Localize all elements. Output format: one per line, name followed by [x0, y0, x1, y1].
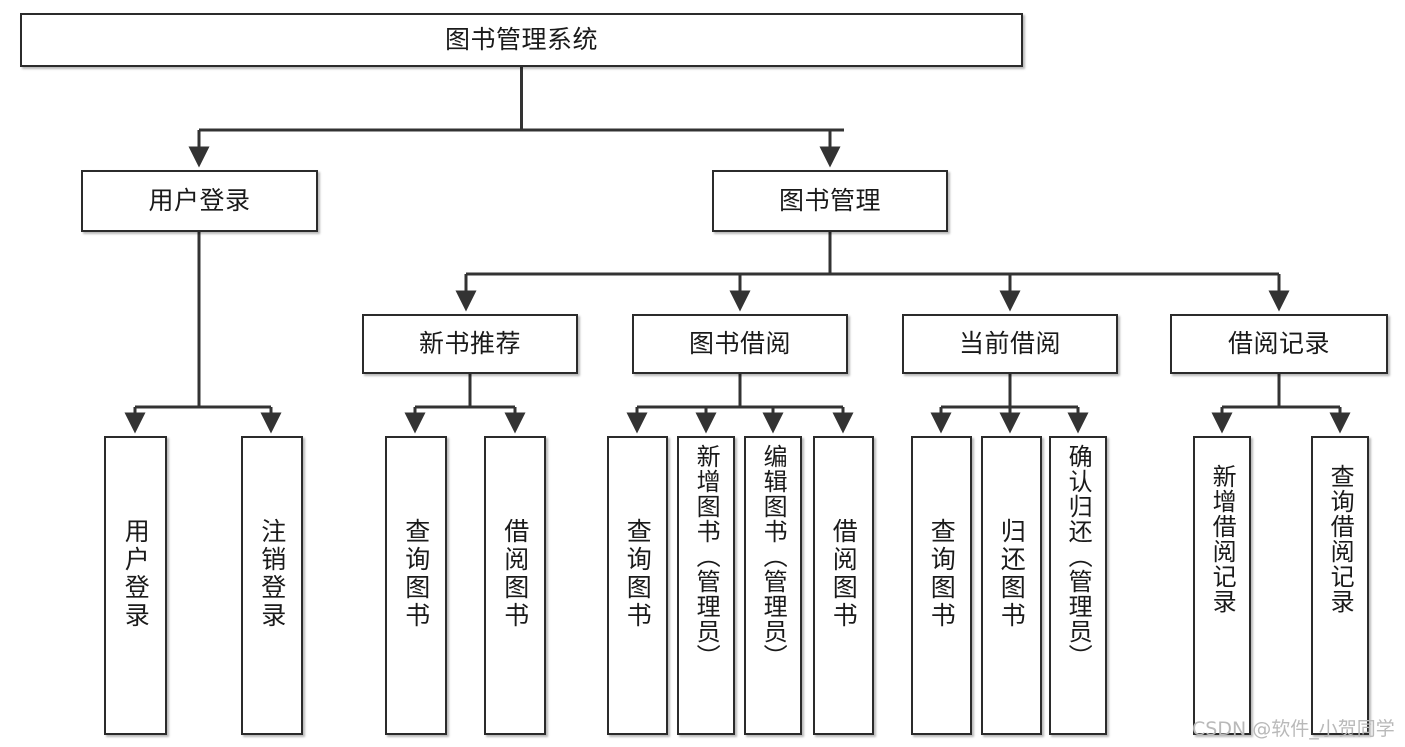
node-leaf-add-record[interactable]: 新增借阅记录: [1193, 436, 1251, 735]
node-leaf-query-record-label: 查询借阅记录: [1326, 464, 1355, 614]
node-user-login[interactable]: 用户登录: [81, 170, 318, 232]
node-leaf-add-book[interactable]: 新增图书（管理员）: [677, 436, 735, 735]
node-book-borrow-label: 图书借阅: [688, 329, 791, 359]
node-leaf-query-book-1[interactable]: 查询图书: [385, 436, 447, 735]
node-current-borrow[interactable]: 当前借阅: [902, 314, 1118, 374]
node-leaf-edit-book-label: 编辑图书（管理员）: [759, 444, 788, 669]
node-leaf-query-book-1-label: 查询图书: [401, 518, 431, 630]
node-leaf-add-record-label: 新增借阅记录: [1208, 464, 1237, 614]
node-leaf-borrow-book-2[interactable]: 借阅图书: [813, 436, 874, 735]
node-leaf-confirm-return-label: 确认归还（管理员）: [1064, 444, 1093, 669]
node-leaf-return-book[interactable]: 归还图书: [981, 436, 1042, 735]
node-leaf-query-record[interactable]: 查询借阅记录: [1311, 436, 1369, 735]
node-leaf-return-book-label: 归还图书: [997, 518, 1027, 630]
node-leaf-user-login[interactable]: 用户登录: [104, 436, 167, 735]
node-new-book-rec[interactable]: 新书推荐: [362, 314, 578, 374]
node-leaf-logout-label: 注销登录: [257, 518, 287, 630]
node-leaf-query-book-3-label: 查询图书: [927, 518, 957, 630]
node-leaf-query-book-3[interactable]: 查询图书: [911, 436, 972, 735]
node-leaf-confirm-return[interactable]: 确认归还（管理员）: [1049, 436, 1107, 735]
node-root-label: 图书管理系统: [444, 25, 598, 55]
node-book-manage-label: 图书管理: [778, 186, 881, 216]
node-new-book-rec-label: 新书推荐: [418, 329, 521, 359]
node-leaf-user-login-label: 用户登录: [121, 518, 151, 630]
node-leaf-query-book-2[interactable]: 查询图书: [607, 436, 668, 735]
node-leaf-borrow-book-1-label: 借阅图书: [500, 518, 530, 630]
node-borrow-record[interactable]: 借阅记录: [1170, 314, 1388, 374]
node-leaf-add-book-label: 新增图书（管理员）: [692, 444, 721, 669]
node-user-login-label: 用户登录: [148, 186, 251, 216]
node-leaf-edit-book[interactable]: 编辑图书（管理员）: [744, 436, 802, 735]
node-leaf-borrow-book-2-label: 借阅图书: [829, 518, 859, 630]
node-book-borrow[interactable]: 图书借阅: [632, 314, 848, 374]
node-current-borrow-label: 当前借阅: [958, 329, 1061, 359]
node-borrow-record-label: 借阅记录: [1227, 329, 1330, 359]
node-leaf-logout[interactable]: 注销登录: [241, 436, 303, 735]
node-leaf-borrow-book-1[interactable]: 借阅图书: [484, 436, 546, 735]
node-root[interactable]: 图书管理系统: [20, 13, 1023, 67]
node-leaf-query-book-2-label: 查询图书: [623, 518, 653, 630]
node-book-manage[interactable]: 图书管理: [712, 170, 948, 232]
csdn-watermark: CSDN @软件_小贺同学: [1192, 718, 1395, 740]
